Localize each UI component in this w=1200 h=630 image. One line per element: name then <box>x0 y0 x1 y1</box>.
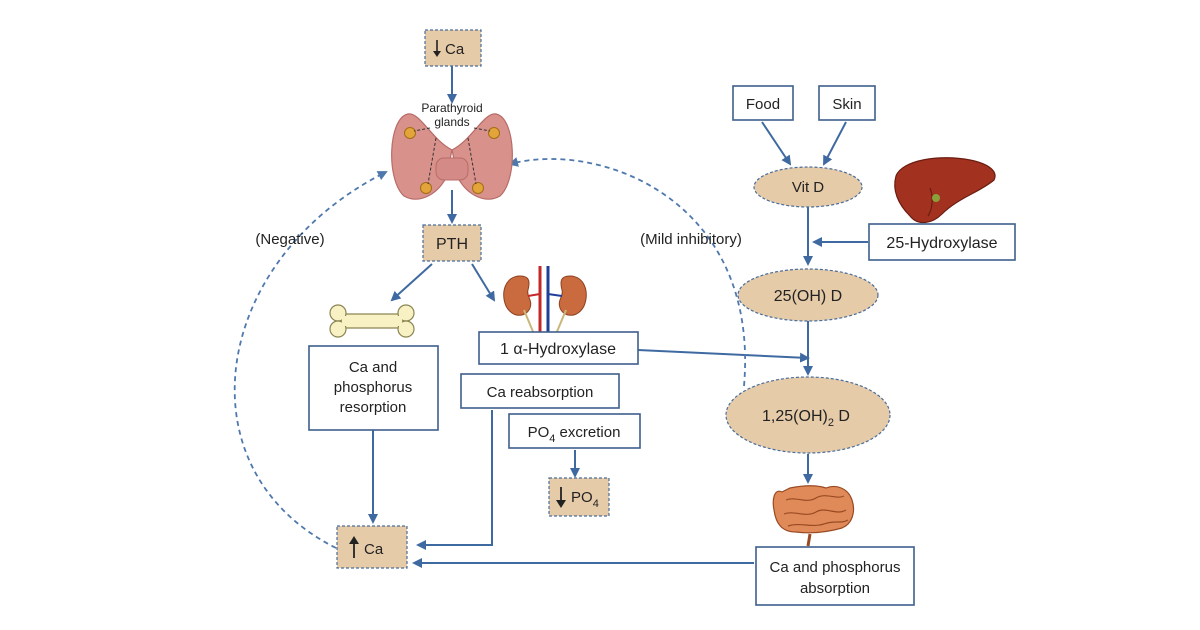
low-po4-label: PO4 <box>571 489 599 510</box>
po4-excretion-label: PO4 excretion <box>528 424 621 445</box>
food-node: Food <box>732 85 794 121</box>
oh2-d-125-sub: 2 <box>828 417 834 429</box>
low-po4-sub: 4 <box>593 498 599 510</box>
low-po4-node: PO4 <box>548 477 610 517</box>
po4-excretion-node: PO4 excretion <box>508 413 641 449</box>
parathyroid-label-line2: glands <box>434 115 469 129</box>
oh-d-25-node: 25(OH) D <box>737 268 879 322</box>
resorption-line1: Ca and <box>349 359 397 376</box>
parathyroid-gland-icon <box>488 127 500 139</box>
parathyroid-gland-icon <box>404 127 416 139</box>
arrow-pth-to-kidney <box>471 263 496 302</box>
oh2-d-125-rest: D <box>834 408 850 425</box>
flow-arrows <box>368 66 868 568</box>
thyroid-illustration: Parathyroid glands <box>391 101 513 200</box>
oh2-d-125-main: 1,25(OH) <box>762 408 828 425</box>
ca-reabsorption-label: Ca reabsorption <box>487 384 594 401</box>
negative-feedback-arc <box>233 171 388 549</box>
arrow-reabsorption-to-high-ca <box>416 410 493 550</box>
po4-excretion-main: PO <box>528 424 550 441</box>
hydroxylase-1a-label: 1 α-Hydroxylase <box>500 341 616 358</box>
hydroxylase-1a-node: 1 α-Hydroxylase <box>478 331 639 365</box>
resorption-line2: phosphorus <box>334 379 412 396</box>
arrow-skin-to-vitd <box>823 121 847 166</box>
arrow-hydroxylase-to-125d <box>637 349 810 363</box>
negative-label: (Negative) <box>255 231 324 248</box>
kidney-icon <box>503 266 587 335</box>
hydroxylase-25-label: 25-Hydroxylase <box>886 235 997 252</box>
arrow-pth-to-bone <box>390 263 433 302</box>
absorption-line2: absorption <box>800 580 870 597</box>
skin-label: Skin <box>832 96 861 113</box>
absorption-node: Ca and phosphorus absorption <box>755 546 915 606</box>
po4-excretion-rest: excretion <box>555 424 620 441</box>
vit-d-label: Vit D <box>792 179 824 196</box>
up-arrow-icon <box>349 536 359 558</box>
parathyroid-gland-icon <box>420 182 432 194</box>
intestine-icon <box>772 485 855 547</box>
liver-icon <box>894 157 996 224</box>
down-arrow-icon <box>556 487 566 508</box>
low-po4-main: PO <box>571 489 593 506</box>
po4-excretion-sub: 4 <box>549 433 555 445</box>
vit-d-node: Vit D <box>753 166 863 208</box>
mild-inhibitory-label: (Mild inhibitory) <box>640 231 742 248</box>
low-ca-node: Ca <box>424 29 482 67</box>
parathyroid-label-line1: Parathyroid <box>421 101 482 115</box>
pth-node: PTH <box>422 224 482 262</box>
absorption-line1: Ca and phosphorus <box>770 559 901 576</box>
resorption-line3: resorption <box>340 399 407 416</box>
food-label: Food <box>746 96 780 113</box>
oh2-d-125-label: 1,25(OH)2 D <box>762 408 850 429</box>
low-ca-label: Ca <box>445 41 465 58</box>
ca-reabsorption-node: Ca reabsorption <box>460 373 620 409</box>
high-ca-label: Ca <box>364 541 384 558</box>
arrow-food-to-vitd <box>761 121 792 166</box>
oh-d-25-label: 25(OH) D <box>774 288 842 305</box>
skin-node: Skin <box>818 85 876 121</box>
pth-label: PTH <box>436 236 468 253</box>
high-ca-node: Ca <box>336 525 408 569</box>
down-arrow-icon <box>433 40 441 57</box>
bone-resorption-node: Ca and phosphorus resorption <box>308 345 439 431</box>
parathyroid-gland-icon <box>472 182 484 194</box>
oh2-d-125-node: 1,25(OH)2 D <box>725 376 891 454</box>
bone-icon <box>329 304 415 338</box>
hydroxylase-25-node: 25-Hydroxylase <box>868 223 1016 261</box>
